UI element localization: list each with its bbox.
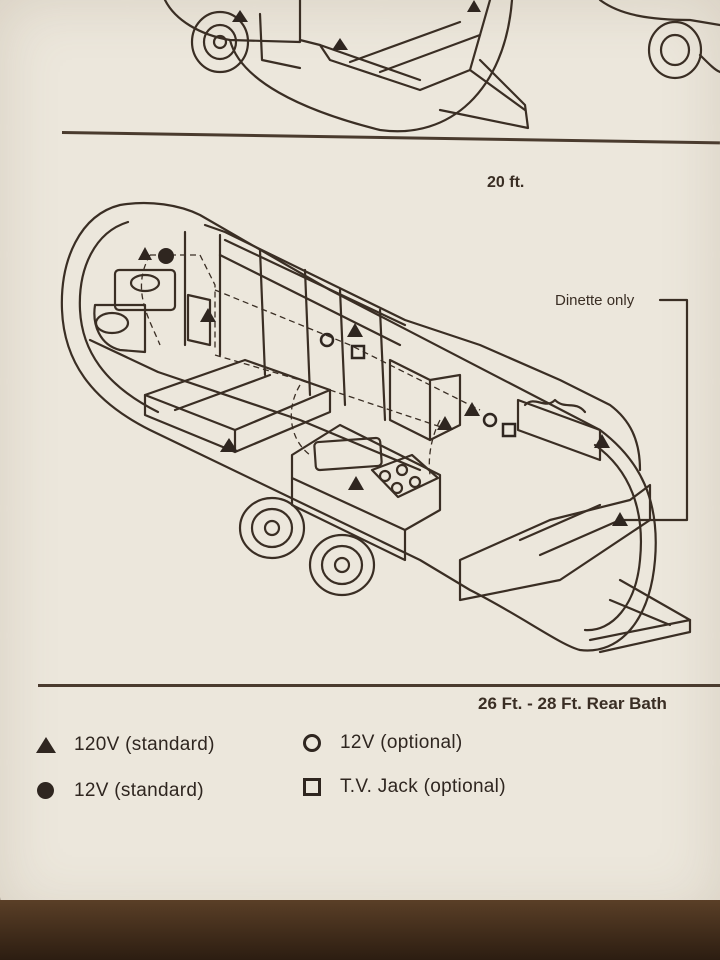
section-rule-bottom — [38, 684, 720, 687]
outlet-markers — [138, 0, 628, 526]
legend-12v-standard: 12V (standard) — [36, 780, 204, 802]
legend-label: 12V (optional) — [340, 732, 463, 753]
outlet-120v-marker — [138, 247, 152, 260]
optional-markers — [319, 332, 517, 438]
legend-label: 12V (standard) — [74, 780, 204, 801]
circle-open-icon — [302, 733, 322, 753]
wiring-dashed-lines — [140, 254, 481, 476]
top-trailer-drawing — [163, 0, 720, 133]
outlet-120v-marker — [348, 476, 364, 490]
main-trailer-drawing — [60, 201, 692, 654]
legend-12v-optional: 12V (optional) — [302, 732, 463, 754]
circle-filled-icon — [36, 781, 56, 801]
tv-jack-marker — [350, 344, 366, 360]
outlet-12v-optional-marker — [319, 332, 335, 348]
caption-20ft: 20 ft. — [487, 174, 525, 191]
outlet-12v-optional-marker — [482, 412, 498, 428]
outlet-120v-marker — [437, 416, 453, 430]
table-surface — [0, 900, 720, 960]
outlet-120v-marker — [594, 434, 610, 448]
tv-jack-marker — [501, 422, 517, 438]
legend-label: T.V. Jack (optional) — [340, 776, 506, 797]
outlet-120v-marker — [332, 38, 348, 50]
outlet-120v-marker — [220, 438, 238, 452]
outlet-120v-marker — [232, 10, 248, 22]
legend-tv-jack-optional: T.V. Jack (optional) — [302, 776, 506, 798]
outlet-120v-marker — [464, 402, 480, 416]
caption-26-28ft: 26 Ft. - 28 Ft. Rear Bath — [478, 694, 667, 713]
triangle-filled-icon — [36, 735, 56, 755]
outlet-12v-marker — [158, 248, 174, 264]
outlet-120v-marker — [347, 323, 363, 337]
callout-dinette-only: Dinette only — [555, 292, 635, 309]
square-open-icon — [302, 777, 322, 797]
outlet-120v-marker — [467, 0, 481, 12]
outlet-120v-marker — [612, 512, 628, 526]
legend-label: 120V (standard) — [74, 734, 215, 755]
outlet-120v-marker — [200, 308, 216, 322]
legend-120v-standard: 120V (standard) — [36, 734, 215, 756]
